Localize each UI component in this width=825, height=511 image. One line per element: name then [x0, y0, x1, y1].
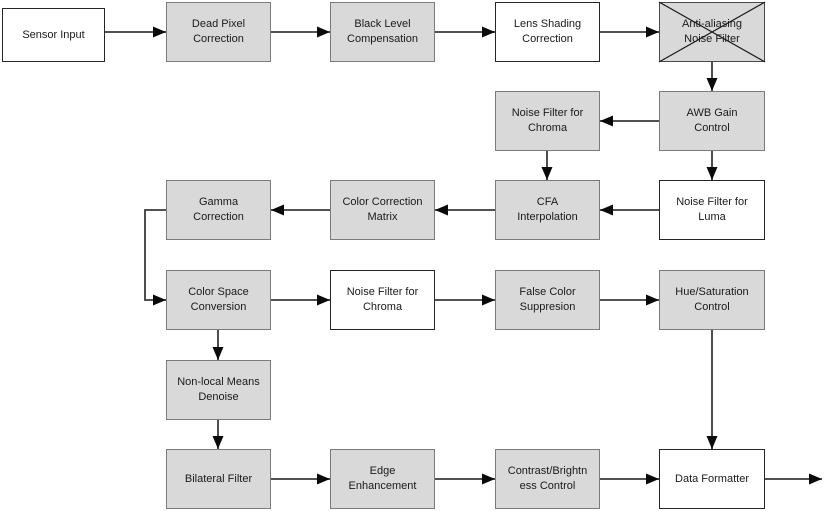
node-label: Noise Filter for Luma: [676, 196, 748, 223]
node-awb-gain-control: AWB Gain Control: [659, 91, 765, 151]
node-noise-filter-for-luma: Noise Filter for Luma: [659, 180, 765, 240]
node-label: Hue/Saturation Control: [675, 286, 749, 313]
node-label: AWB Gain Control: [686, 107, 738, 134]
node-label: Non-local Means Denoise: [177, 376, 260, 403]
node-color-correction-matrix: Color Correction Matrix: [330, 180, 435, 240]
node-hue-saturation-control: Hue/Saturation Control: [659, 270, 765, 330]
node-edge-enhancement: Edge Enhancement: [330, 449, 435, 509]
node-label: Noise Filter for Chroma: [346, 286, 419, 313]
node-label: Noise Filter for Chroma: [511, 107, 584, 134]
node-label: Contrast/Brightn ess Control: [507, 465, 588, 492]
node-sensor-input: Sensor Input: [2, 8, 105, 62]
node-data-formatter: Data Formatter: [659, 449, 765, 509]
node-black-level-compensation: Black Level Compensation: [330, 2, 435, 62]
node-false-color-suppresion: False Color Suppresion: [495, 270, 600, 330]
node-dead-pixel-correction: Dead Pixel Correction: [166, 2, 271, 62]
node-label: Black Level Compensation: [347, 18, 418, 45]
node-cfa-interpolation: CFA Interpolation: [495, 180, 600, 240]
node-color-space-conversion: Color Space Conversion: [166, 270, 271, 330]
node-label: Data Formatter: [675, 472, 749, 485]
node-label: Color Space Conversion: [188, 286, 249, 313]
node-label: Bilateral Filter: [184, 472, 253, 485]
node-label: Edge Enhancement: [348, 465, 417, 492]
node-label: Dead Pixel Correction: [191, 18, 246, 45]
node-gamma-correction: Gamma Correction: [166, 180, 271, 240]
node-non-local-means-denoise: Non-local Means Denoise: [166, 360, 271, 420]
node-label: Anti-aliasing Noise Filter: [682, 18, 742, 45]
node-anti-aliasing-noise-filter: Anti-aliasing Noise Filter: [659, 2, 765, 62]
node-contrast-brightness-control: Contrast/Brightn ess Control: [495, 449, 600, 509]
node-label: False Color Suppresion: [519, 286, 576, 313]
node-label: CFA Interpolation: [517, 196, 578, 223]
node-lens-shading-correction: Lens Shading Correction: [495, 2, 600, 62]
node-label: Sensor Input: [22, 28, 85, 41]
node-label: Gamma Correction: [193, 196, 244, 223]
node-label: Lens Shading Correction: [513, 18, 582, 45]
node-label: Color Correction Matrix: [342, 196, 423, 223]
node-noise-filter-for-chroma-1: Noise Filter for Chroma: [495, 91, 600, 151]
node-bilateral-filter: Bilateral Filter: [166, 449, 271, 509]
node-noise-filter-for-chroma-2: Noise Filter for Chroma: [330, 270, 435, 330]
